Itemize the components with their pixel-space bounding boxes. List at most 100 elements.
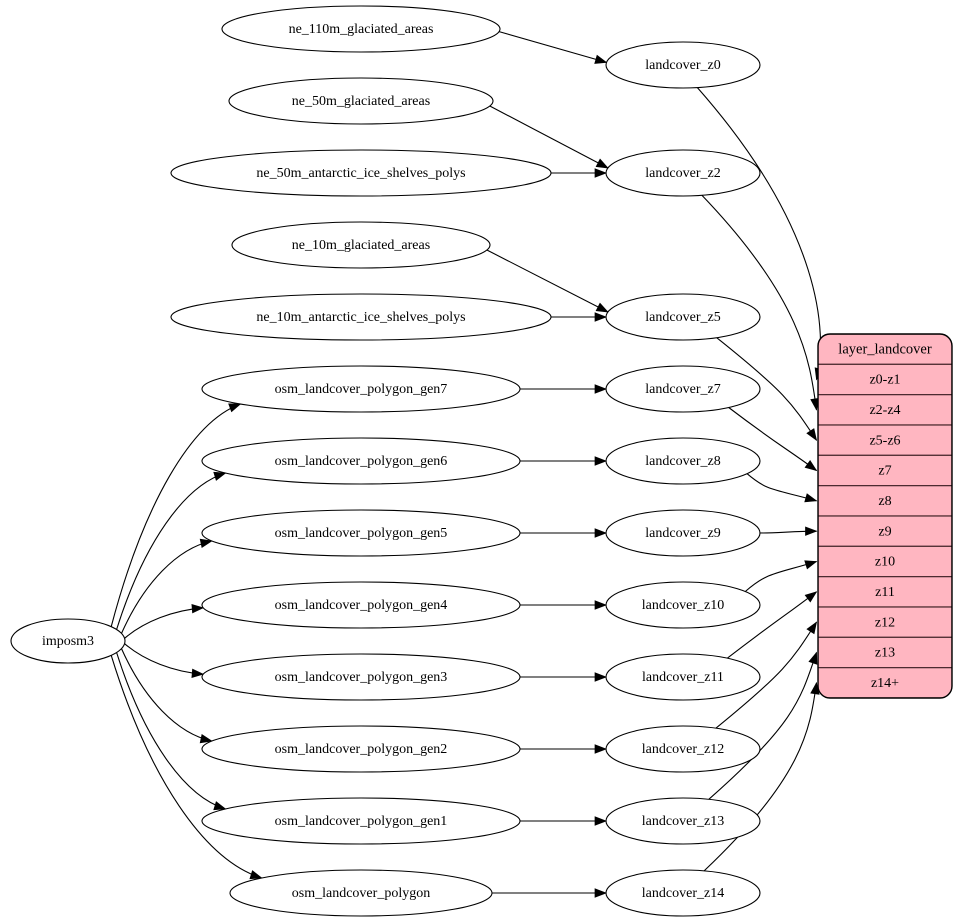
node-shape-landcover_z0 <box>605 41 761 89</box>
node-osm_landcover_polygon_gen7[interactable]: osm_landcover_polygon_gen7 <box>201 365 521 413</box>
table-row-label-z5-z6: z5-z6 <box>869 433 900 448</box>
edge-arrowhead <box>191 604 205 614</box>
node-landcover_z12[interactable]: landcover_z12 <box>605 725 761 773</box>
edge-line <box>124 643 204 675</box>
edge-arrowhead <box>594 456 607 466</box>
table-row-label-z12: z12 <box>875 615 895 630</box>
node-shape-ne_10m_antarctic_ice_shelves_polys <box>170 293 552 341</box>
table-row-label-z0-z1: z0-z1 <box>869 373 900 388</box>
node-label-landcover_z10: landcover_z10 <box>642 598 724 613</box>
node-osm_landcover_polygon_gen3[interactable]: osm_landcover_polygon_gen3 <box>201 653 521 701</box>
node-landcover_z14[interactable]: landcover_z14 <box>605 869 761 917</box>
node-landcover_z11[interactable]: landcover_z11 <box>605 653 761 701</box>
edge-arrowhead <box>804 460 818 472</box>
node-landcover_z7[interactable]: landcover_z7 <box>605 365 761 413</box>
table-row-label-z13: z13 <box>875 646 895 661</box>
node-shape-osm_landcover_polygon_gen2 <box>201 725 521 773</box>
node-osm_landcover_polygon[interactable]: osm_landcover_polygon <box>229 869 493 917</box>
table-header-cell <box>818 334 952 365</box>
node-osm_landcover_polygon_gen6[interactable]: osm_landcover_polygon_gen6 <box>201 437 521 485</box>
edge-arrowhead <box>191 668 205 678</box>
edge-arrowhead <box>806 428 818 441</box>
edge-arrowhead <box>594 888 607 898</box>
node-ne_110m_glaciated_areas[interactable]: ne_110m_glaciated_areas <box>221 5 501 53</box>
node-osm_landcover_polygon_gen4[interactable]: osm_landcover_polygon_gen4 <box>201 581 521 629</box>
edge-line <box>703 682 818 872</box>
node-osm_landcover_polygon_gen1[interactable]: osm_landcover_polygon_gen1 <box>201 797 521 845</box>
table-row-z14+[interactable] <box>818 667 952 698</box>
node-shape-ne_50m_glaciated_areas <box>228 77 494 125</box>
node-landcover_z9[interactable]: landcover_z9 <box>605 509 761 557</box>
edge-line <box>489 105 609 169</box>
table-row-z9[interactable] <box>818 515 952 547</box>
node-label-landcover_z12: landcover_z12 <box>642 742 724 757</box>
edge-line <box>486 249 609 313</box>
node-landcover_z8[interactable]: landcover_z8 <box>605 437 761 485</box>
node-shape-ne_10m_glaciated_areas <box>231 221 491 269</box>
node-osm_landcover_polygon_gen5[interactable]: osm_landcover_polygon_gen5 <box>201 509 521 557</box>
edge-arrowhead <box>594 672 607 682</box>
node-landcover_z10[interactable]: landcover_z10 <box>605 581 761 629</box>
node-shape-ne_50m_antarctic_ice_shelves_polys <box>170 149 552 197</box>
edge-line <box>726 591 817 659</box>
node-shape-imposm3 <box>10 618 126 664</box>
node-label-imposm3: imposm3 <box>42 634 94 649</box>
node-label-osm_landcover_polygon_gen2: osm_landcover_polygon_gen2 <box>275 742 448 757</box>
edge-line <box>715 621 817 729</box>
node-landcover_z5[interactable]: landcover_z5 <box>605 293 761 341</box>
nodes-layer: ne_110m_glaciated_areas ne_50m_glaciated_… <box>10 5 761 917</box>
node-label-osm_landcover_polygon: osm_landcover_polygon <box>292 886 430 901</box>
node-label-ne_10m_antarctic_ice_shelves_polys: ne_10m_antarctic_ice_shelves_polys <box>256 310 465 325</box>
node-ne_10m_antarctic_ice_shelves_polys[interactable]: ne_10m_antarctic_ice_shelves_polys <box>170 293 552 341</box>
node-landcover_z2[interactable]: landcover_z2 <box>605 149 761 197</box>
edge-arrowhead <box>594 528 607 538</box>
table-row-z13[interactable] <box>818 636 952 669</box>
edge-arrowhead <box>594 816 607 826</box>
node-shape-osm_landcover_polygon_gen1 <box>201 797 521 845</box>
edge-line <box>110 403 241 627</box>
table-row-label-z10: z10 <box>875 555 895 570</box>
node-label-landcover_z13: landcover_z13 <box>642 814 724 829</box>
node-shape-landcover_z13 <box>605 797 761 845</box>
node-label-osm_landcover_polygon_gen3: osm_landcover_polygon_gen3 <box>275 670 448 685</box>
node-osm_landcover_polygon_gen2[interactable]: osm_landcover_polygon_gen2 <box>201 725 521 773</box>
node-label-landcover_z11: landcover_z11 <box>642 670 724 685</box>
node-imposm3[interactable]: imposm3 <box>10 618 126 664</box>
node-shape-osm_landcover_polygon_gen4 <box>201 581 521 629</box>
node-label-ne_50m_antarctic_ice_shelves_polys: ne_50m_antarctic_ice_shelves_polys <box>256 166 465 181</box>
table-row-label-z2-z4: z2-z4 <box>869 403 900 418</box>
table-outline <box>817 333 953 699</box>
edge-arrowhead <box>594 384 607 394</box>
node-ne_10m_glaciated_areas[interactable]: ne_10m_glaciated_areas <box>231 221 491 269</box>
edge-line <box>116 472 226 630</box>
node-shape-osm_landcover_polygon_gen7 <box>201 365 521 413</box>
node-landcover_z0[interactable]: landcover_z0 <box>605 41 761 89</box>
node-label-osm_landcover_polygon_gen7: osm_landcover_polygon_gen7 <box>275 382 448 397</box>
table-row-z11[interactable] <box>818 576 952 608</box>
edge-arrowhead <box>808 651 818 665</box>
node-label-ne_10m_glaciated_areas: ne_10m_glaciated_areas <box>292 238 430 253</box>
node-shape-osm_landcover_polygon_gen6 <box>201 437 521 485</box>
node-landcover_z13[interactable]: landcover_z13 <box>605 797 761 845</box>
edge-line <box>728 407 817 471</box>
node-shape-osm_landcover_polygon <box>229 869 493 917</box>
edge-line <box>708 652 818 800</box>
node-shape-landcover_z5 <box>605 293 761 341</box>
node-shape-landcover_z8 <box>605 437 761 485</box>
node-label-landcover_z0: landcover_z0 <box>645 58 720 73</box>
node-ne_50m_antarctic_ice_shelves_polys[interactable]: ne_50m_antarctic_ice_shelves_polys <box>170 149 552 197</box>
table-row-z7[interactable] <box>818 454 952 487</box>
node-label-osm_landcover_polygon_gen5: osm_landcover_polygon_gen5 <box>275 526 448 541</box>
table-row-z0-z1[interactable] <box>818 363 952 396</box>
edge-arrowhead <box>199 538 213 548</box>
node-shape-osm_landcover_polygon_gen3 <box>201 653 521 701</box>
node-label-ne_50m_glaciated_areas: ne_50m_glaciated_areas <box>292 94 430 109</box>
node-label-landcover_z8: landcover_z8 <box>645 454 720 469</box>
edge-line <box>744 560 817 592</box>
edge-arrowhead <box>213 801 227 811</box>
node-label-landcover_z5: landcover_z5 <box>645 310 720 325</box>
node-ne_50m_glaciated_areas[interactable]: ne_50m_glaciated_areas <box>228 77 494 125</box>
edge-line <box>498 31 607 63</box>
